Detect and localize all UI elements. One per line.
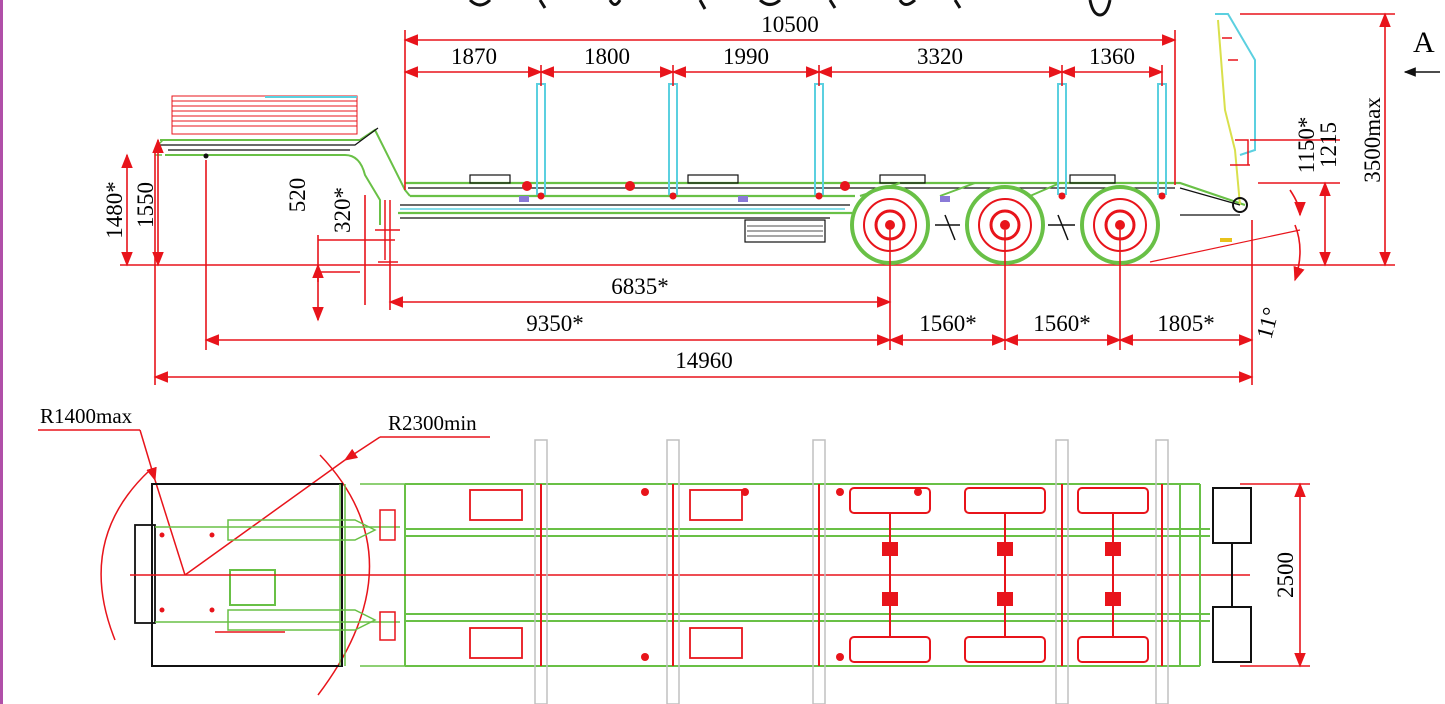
dim-height-320: 320*	[330, 187, 355, 233]
dim-1805: 1805*	[1157, 311, 1215, 336]
dim-14960: 14960	[675, 348, 733, 373]
plan-brackets	[469, 489, 743, 659]
dim-height-1480: 1480*	[102, 181, 127, 239]
top-segment-dims: 1870 1800 1990 3320 1360	[403, 44, 1164, 78]
view-label-a: A	[1413, 26, 1435, 59]
rear-ramp	[1179, 13, 1256, 242]
radius-front-label: R1400max	[40, 404, 133, 428]
rear-swing-arc	[317, 454, 371, 696]
dim-seg-5: 1360	[1089, 44, 1135, 69]
plan-stakes	[534, 439, 1169, 704]
dim-seg-4: 3320	[917, 44, 963, 69]
gooseneck	[154, 95, 411, 225]
dim-seg-3: 1990	[723, 44, 769, 69]
dim-height-3500max: 3500max	[1360, 97, 1385, 183]
top-cutoff-marks	[468, 0, 1112, 17]
rear-ramps-plan	[1212, 487, 1252, 663]
axles-plan	[641, 487, 1149, 663]
dim-1560-a: 1560*	[919, 311, 977, 336]
dim-height-1150: 1150*	[1294, 117, 1319, 174]
gooseneck-rail	[171, 95, 358, 135]
dim-overall-deck: 10500	[761, 12, 819, 37]
main-deck	[398, 174, 1246, 243]
dim-seg-1: 1870	[451, 44, 497, 69]
dim-seg-2: 1800	[584, 44, 630, 69]
dim-9350: 9350*	[526, 311, 584, 336]
dim-angle: 11°	[1252, 305, 1284, 342]
side-stakes	[519, 83, 1167, 202]
side-view: 10500 1870 1800 1990 3320 1360	[102, 12, 1440, 385]
dim-height-1215: 1215	[1316, 122, 1341, 168]
top-view: R1400max R2300min	[38, 404, 1310, 704]
dim-height-520: 520	[285, 178, 310, 213]
deck-plan	[130, 483, 1250, 667]
dim-width-2500: 2500	[1273, 552, 1298, 598]
dim-height-1550: 1550	[133, 182, 158, 228]
dim-6835: 6835*	[611, 274, 669, 299]
dim-1560-b: 1560*	[1033, 311, 1091, 336]
front-swing-arc	[100, 469, 151, 641]
radius-rear-label: R2300min	[388, 411, 477, 435]
